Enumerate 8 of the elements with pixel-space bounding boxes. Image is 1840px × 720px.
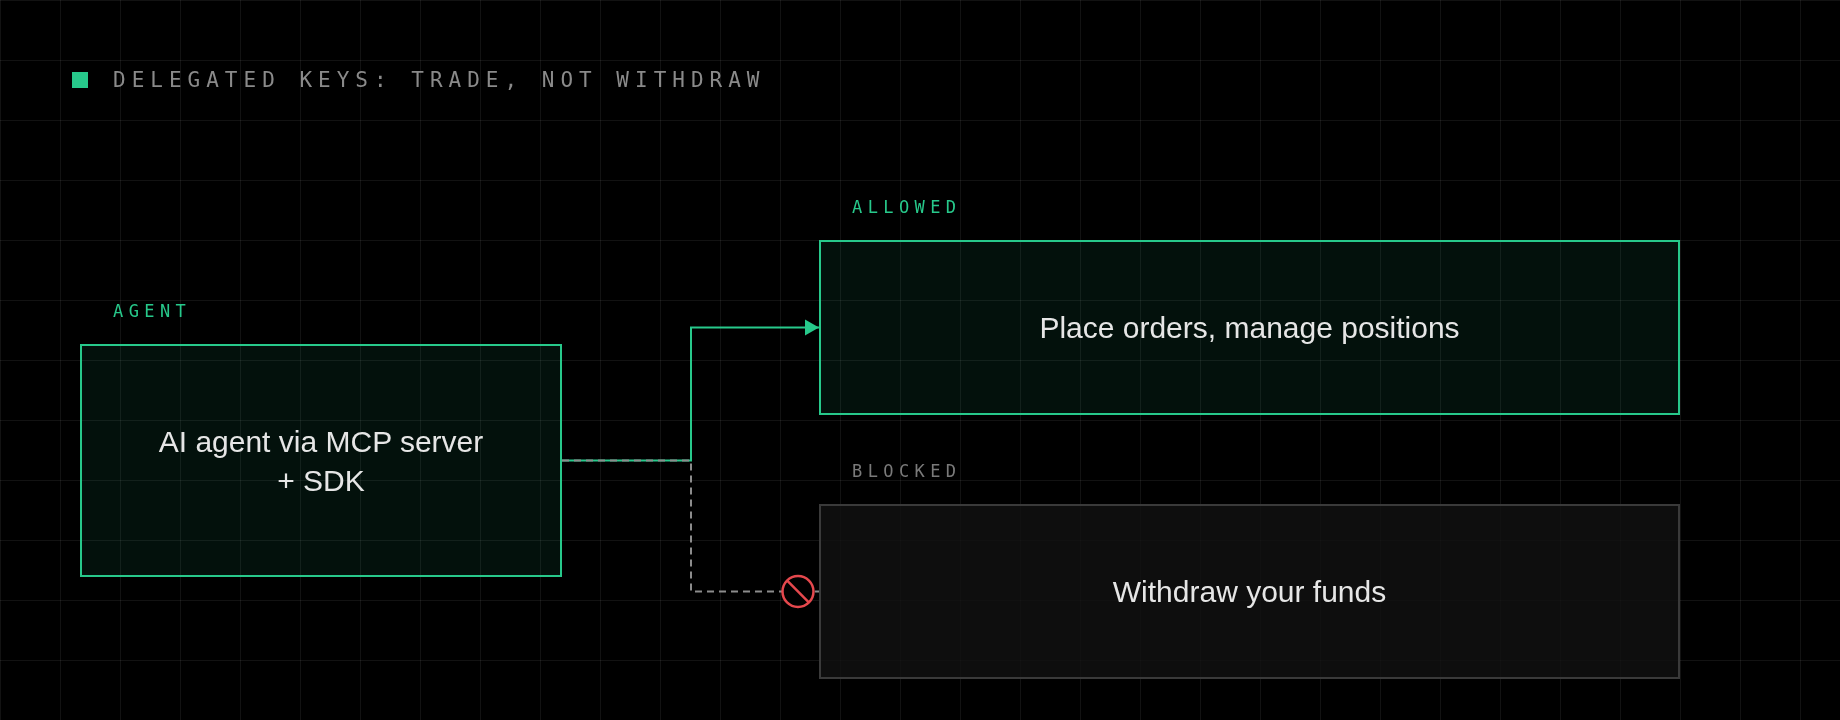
section-label: AGENT <box>113 301 192 321</box>
node-text: AI agent via MCP server + SDK <box>157 423 485 499</box>
node-text: Place orders, manage positions <box>1039 310 1460 346</box>
diagram-title: DELEGATED KEYS: TRADE, NOT WITHDRAW <box>113 68 766 92</box>
section-label: BLOCKED <box>852 461 962 481</box>
dashed-blocked-connector <box>561 459 820 609</box>
node-text: Withdraw your funds <box>1112 574 1387 610</box>
section-label: ALLOWED <box>852 197 962 217</box>
